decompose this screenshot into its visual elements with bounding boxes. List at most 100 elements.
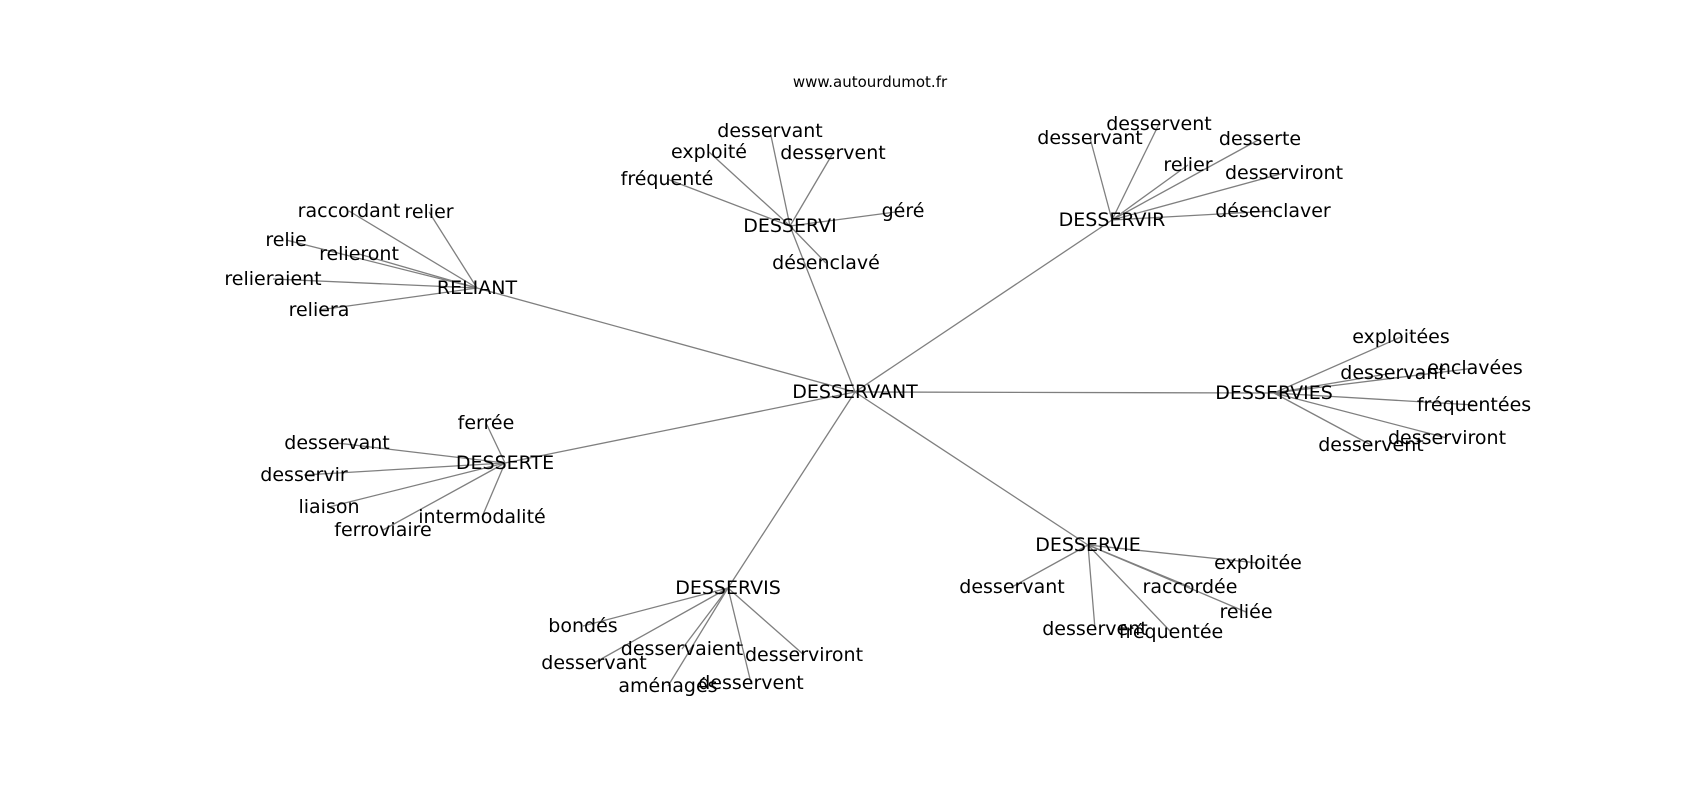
leaf-node-reliant-relieraient[interactable]: relieraient [224,268,321,290]
leaf-node-desservies-desservent[interactable]: desservent [1318,434,1423,456]
leaf-node-reliant-relieront[interactable]: relieront [319,243,399,265]
edge-center-desservies [854,391,1275,394]
leaf-node-desserte-desservant[interactable]: desservant [284,432,389,454]
leaf-node-desservi-desservent[interactable]: desservent [780,142,885,164]
leaf-node-desservir-desserte[interactable]: desserte [1219,128,1301,150]
leaf-node-desservies-enclavees[interactable]: enclavées [1427,357,1523,379]
leaf-node-desservi-gere[interactable]: géré [882,200,925,222]
leaf-node-desservis-desservant[interactable]: desservant [541,652,646,674]
edge-desservies-desserviront [1273,392,1448,439]
leaf-node-desservis-amenages[interactable]: aménagés [618,675,717,697]
edge-desservi-desenclave [789,225,827,264]
leaf-node-desserte-liaison[interactable]: liaison [298,496,359,518]
leaf-node-desservir-desenclaver[interactable]: désenclaver [1215,200,1331,222]
edge-desservis-amenages [667,587,729,687]
edge-reliant-relier [428,211,478,289]
leaf-node-desservies-desserviront[interactable]: desserviront [1388,427,1506,449]
leaf-node-desserte-ferroviaire[interactable]: ferroviaire [334,519,431,541]
leaf-node-reliant-reliera[interactable]: reliera [289,299,350,321]
edge-reliant-reliera [318,287,478,311]
edge-desserte-desservant [336,442,506,464]
edge-desservir-desserviront [1111,172,1285,221]
edge-desservies-frequentees [1273,392,1475,406]
edge-desserte-intermodalite [481,462,506,518]
hub-node-reliant[interactable]: RELIANT [437,277,518,299]
hub-node-desservis[interactable]: DESSERVIS [675,577,781,599]
edge-desservis-desservant [593,587,729,664]
leaf-node-reliant-relier[interactable]: relier [404,201,453,223]
center-node-desservant[interactable]: DESSERVANT [792,381,918,403]
leaf-node-desservi-frequente[interactable]: fréquenté [621,168,714,190]
leaf-node-desservis-bondes[interactable]: bondés [548,615,617,637]
edge-desservie-desservant [1011,544,1089,588]
edge-desservi-exploite [708,151,791,227]
leaf-node-desservie-frequentee[interactable]: fréquentée [1119,621,1223,643]
graph-edges [272,123,1476,687]
edge-desservir-desserte [1111,138,1261,221]
hub-node-desservie[interactable]: DESSERVIE [1035,534,1141,556]
leaf-node-desservi-desenclave[interactable]: désenclavé [772,252,880,274]
edge-reliant-relie [285,239,478,289]
leaf-node-desservir-desservant[interactable]: desservant [1037,127,1142,149]
edge-desservir-desservent [1111,123,1160,221]
edge-desservie-frequentee [1087,544,1172,633]
edge-desservis-desservent [727,587,752,684]
edge-desservi-desservant [769,130,791,227]
leaf-node-desservir-desserviront[interactable]: desserviront [1225,162,1343,184]
hub-node-desservies[interactable]: DESSERVIES [1215,382,1333,404]
edge-desserte-ferroviaire [382,462,506,531]
hub-node-desservi[interactable]: DESSERVI [743,215,837,237]
edge-desserte-liaison [328,462,506,508]
edge-desserte-ferree [485,422,506,464]
edge-desservie-desservent [1087,544,1096,630]
leaf-node-desservi-desservant[interactable]: desservant [717,120,822,142]
edge-desservis-desserviront [727,587,805,656]
edge-center-desservir [854,219,1113,393]
edge-desservir-desservant [1089,137,1113,221]
leaf-node-desservis-desservent[interactable]: desservent [698,672,803,694]
edge-desservis-desservaient [681,587,729,650]
edge-desservies-desservent [1273,392,1372,446]
edge-desservies-enclavees [1273,367,1476,394]
leaf-node-desserte-intermodalite[interactable]: intermodalité [418,506,545,528]
leaf-node-reliant-raccordant[interactable]: raccordant [298,200,401,222]
edge-center-desservie [854,391,1089,546]
edge-desservies-desservant [1273,372,1394,394]
leaf-node-desserte-ferree[interactable]: ferrée [458,412,515,434]
leaf-node-desservi-exploite[interactable]: exploité [671,141,747,163]
leaf-node-desservie-reliee[interactable]: reliée [1219,601,1272,623]
edge-desservir-relier [1111,164,1189,221]
edge-desservir-desenclaver [1111,210,1274,221]
leaf-node-desservie-raccordee[interactable]: raccordée [1143,576,1238,598]
hub-node-desserte[interactable]: DESSERTE [456,452,554,474]
edge-desservie-exploitee [1087,544,1259,564]
edge-reliant-raccordant [348,210,478,289]
leaf-node-desservies-desservant[interactable]: desservant [1340,362,1445,384]
leaf-node-desservies-frequentees[interactable]: fréquentées [1417,394,1531,416]
leaf-node-desservie-desservant[interactable]: desservant [959,576,1064,598]
hub-node-desservir[interactable]: DESSERVIR [1059,209,1166,231]
edge-desservie-reliee [1087,544,1247,613]
leaf-node-desservie-exploitee[interactable]: exploitée [1214,552,1302,574]
leaf-node-desserte-desservir[interactable]: desservir [260,464,348,486]
edge-desserte-desservir [303,462,506,476]
leaf-node-desservie-desservent[interactable]: desservent [1042,618,1147,640]
edge-reliant-relieraient [272,278,478,289]
edge-desservi-gere [789,210,904,227]
edge-center-desservis [727,391,856,589]
leaf-node-desservies-exploitees[interactable]: exploitées [1352,326,1450,348]
leaf-node-desservis-desservaient[interactable]: desservaient [621,638,743,660]
edge-desservis-bondes [582,587,729,627]
leaf-node-reliant-relie[interactable]: relie [265,229,306,251]
edge-desservies-exploitees [1273,336,1402,394]
edge-center-reliant [476,287,856,393]
leaf-node-desservir-desservent[interactable]: desservent [1106,113,1211,135]
leaf-node-desservis-desserviront[interactable]: desserviront [745,644,863,666]
edge-desservi-desservent [789,152,834,227]
edge-reliant-relieront [358,253,478,289]
leaf-node-desservir-relier[interactable]: relier [1163,154,1212,176]
edge-desservi-frequente [666,178,791,227]
edge-center-desservi [789,225,856,393]
